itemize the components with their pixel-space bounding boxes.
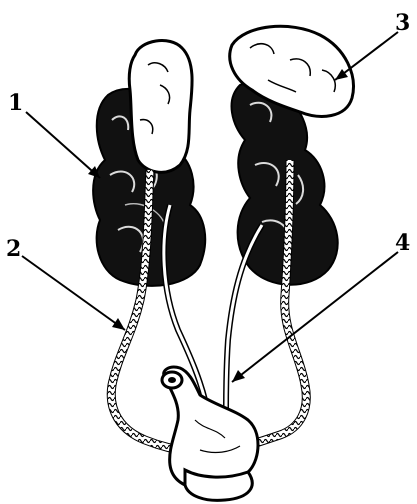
callout-label-2: 2	[6, 238, 21, 260]
arrowhead-4	[232, 370, 245, 382]
cloaca	[162, 367, 258, 500]
arrowhead-2	[112, 318, 125, 330]
left-infundibulum	[129, 41, 192, 173]
callout-label-1: 1	[8, 92, 23, 114]
callout-label-3: 3	[395, 12, 410, 34]
callout-label-4: 4	[395, 232, 410, 254]
leader-line-1	[26, 112, 100, 178]
